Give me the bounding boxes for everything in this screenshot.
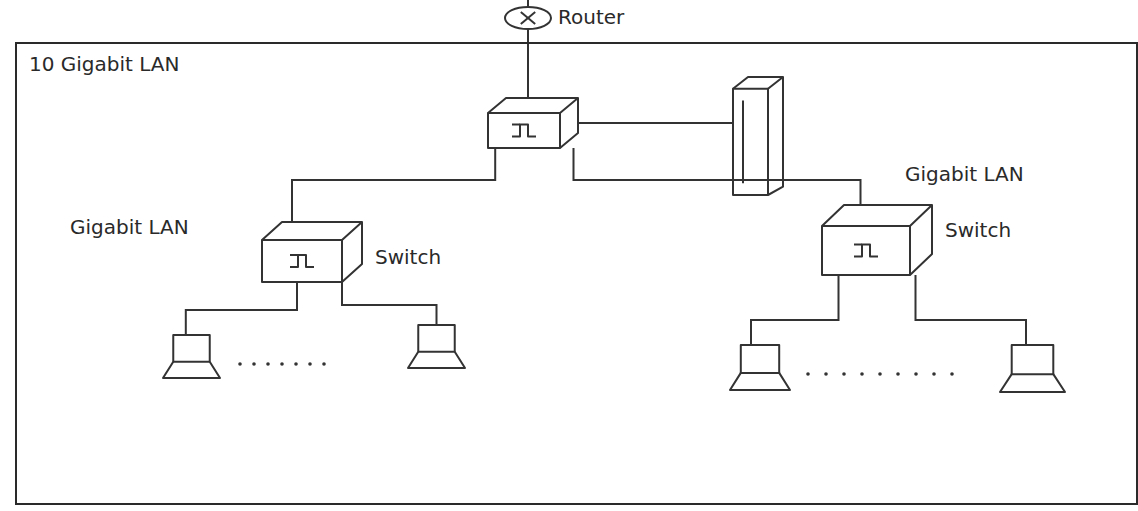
- switch-stroke: [822, 205, 932, 226]
- ellipsis-dot: [280, 362, 284, 366]
- network-cable: [578, 122, 733, 124]
- ellipsis-dot: [252, 362, 256, 366]
- ellipsis-dots: [238, 362, 954, 376]
- laptop-stroke: [418, 325, 454, 352]
- ellipsis-dot: [878, 372, 882, 376]
- ellipsis-dot: [896, 372, 900, 376]
- switch-stroke: [342, 222, 362, 282]
- switch-stroke: [488, 98, 578, 113]
- switch-stroke: [512, 125, 536, 137]
- lan-switch: Gigabit LAN Switch: [815, 160, 1105, 278]
- laptop-icon: [730, 345, 790, 390]
- network-label: Gigabit LAN: [70, 215, 189, 239]
- laptop: [998, 343, 1068, 395]
- server-stroke: [733, 89, 768, 195]
- switch-stroke: [910, 205, 932, 275]
- ellipsis-dot: [308, 362, 312, 366]
- network-cable: [527, 30, 529, 98]
- ellipsis-dot: [322, 362, 326, 366]
- router-outline: [505, 7, 551, 29]
- decor: [527, 0, 529, 6]
- laptop-stroke: [163, 362, 220, 378]
- core-switch: [486, 96, 580, 150]
- lan-switch: Gigabit LAN Switch: [60, 205, 460, 290]
- laptop-stroke: [1000, 374, 1065, 392]
- ellipsis-dot: [932, 372, 936, 376]
- laptop-stroke: [173, 335, 209, 362]
- device-label: Router: [558, 5, 624, 29]
- device-label: Switch: [375, 245, 441, 269]
- network-label: 10 Gigabit LAN: [29, 52, 180, 76]
- switch-stroke: [262, 222, 362, 240]
- network-cable: [751, 275, 839, 345]
- uplink-wire: [527, 0, 529, 6]
- ellipsis-dot: [238, 362, 242, 366]
- switch-stroke: [854, 244, 862, 246]
- switch-stroke: [290, 255, 314, 267]
- network-cable: [186, 282, 297, 335]
- switch-stroke: [262, 240, 342, 282]
- ellipsis-dot: [806, 372, 810, 376]
- server-stroke: [742, 101, 744, 184]
- network-cable: [292, 148, 495, 222]
- switch-stroke: [488, 113, 560, 148]
- router-icon: [504, 6, 552, 30]
- laptop: [161, 333, 223, 381]
- ellipsis-dot: [294, 362, 298, 366]
- laptop-stroke: [730, 373, 790, 390]
- network-cable: [574, 148, 861, 205]
- laptop-icon: [408, 325, 465, 368]
- switch-stroke: [512, 124, 520, 126]
- laptop: [728, 343, 794, 393]
- lan-boundary: Gigabit LAN Switch Gigabit LAN Switch 10 Gig…: [15, 42, 1138, 505]
- router: Router: [500, 4, 650, 34]
- ellipsis-dot: [842, 372, 846, 376]
- ellipsis-dot: [824, 372, 828, 376]
- server-icon: [733, 77, 783, 195]
- ellipsis-dot: [914, 372, 918, 376]
- ellipsis-dot: [266, 362, 270, 366]
- server-stroke: [733, 77, 783, 89]
- network-label: Gigabit LAN: [905, 162, 1024, 186]
- laptop-stroke: [1012, 345, 1054, 374]
- switch-stroke: [290, 254, 298, 256]
- ellipsis-dot: [950, 372, 954, 376]
- server-tower: [731, 75, 785, 197]
- server-stroke: [768, 77, 783, 195]
- router-stroke: [521, 12, 535, 24]
- laptop-stroke: [408, 352, 465, 368]
- switch-icon: [822, 205, 932, 275]
- switch-stroke: [822, 226, 910, 275]
- switch-icon: [262, 222, 362, 282]
- network-cable: [916, 275, 1027, 345]
- network-cable: [342, 282, 437, 325]
- ellipsis-dot: [860, 372, 864, 376]
- switch-stroke: [854, 245, 878, 257]
- laptop-stroke: [741, 345, 779, 373]
- laptop-icon: [1000, 345, 1065, 392]
- switch-icon: [488, 98, 578, 148]
- laptop-icon: [163, 335, 220, 378]
- laptop: [406, 323, 468, 371]
- device-label: Switch: [945, 218, 1011, 242]
- switch-stroke: [560, 98, 578, 148]
- router-stroke: [521, 12, 535, 24]
